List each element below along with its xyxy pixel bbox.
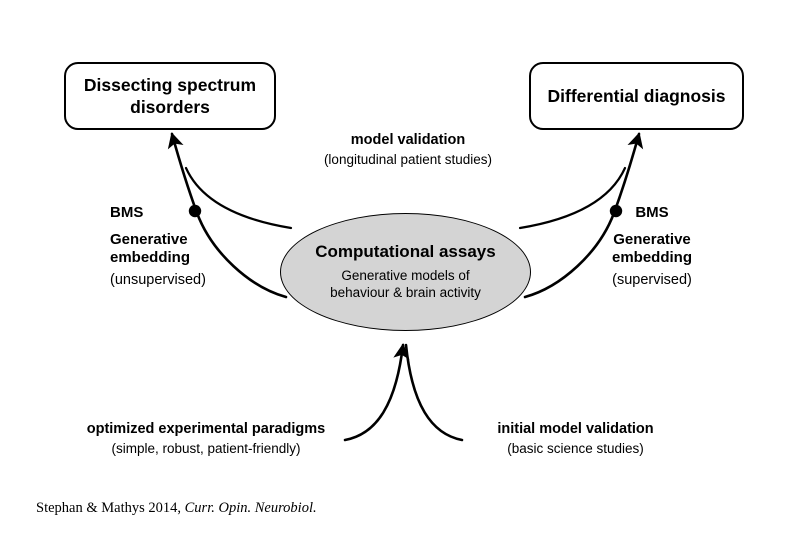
node-dissecting-spectrum-disorders[interactable]: Dissecting spectrum disorders bbox=[64, 62, 276, 130]
label-optimized-paradigms-subtitle: (simple, robust, patient-friendly) bbox=[111, 440, 301, 456]
label-bms-right: BMS bbox=[635, 204, 669, 221]
label-mode-supervised: (supervised) bbox=[612, 272, 692, 289]
citation-journal: Curr. Opin. Neurobiol. bbox=[184, 500, 317, 516]
computational-assays-subtitle-line1: Generative models of bbox=[341, 268, 470, 284]
connector-model-validation-right-loop bbox=[518, 166, 627, 230]
connector-model-validation-left-loop bbox=[184, 166, 293, 230]
label-model-validation-subtitle: (longitudinal patient studies) bbox=[323, 151, 493, 167]
computational-assays-title: Computational assays bbox=[315, 242, 496, 262]
label-initial-validation-title: initial model validation bbox=[497, 421, 654, 437]
label-model-validation-title: model validation bbox=[350, 132, 466, 148]
citation-authors-year: Stephan & Mathys 2014, bbox=[36, 500, 181, 516]
label-mode-unsupervised: (unsupervised) bbox=[110, 272, 206, 289]
node-dissecting-label: Dissecting spectrum disorders bbox=[83, 74, 257, 117]
label-bms-supervised: BMS Generative embedding (supervised) bbox=[600, 203, 704, 290]
label-bms-left: BMS bbox=[110, 204, 144, 221]
junction-dot-left bbox=[188, 204, 202, 218]
label-generative-right-line1: Generative bbox=[613, 230, 691, 248]
junction-dot-right bbox=[609, 204, 623, 218]
label-initial-model-validation: initial model validation (basic science … bbox=[448, 420, 703, 458]
label-optimized-paradigms-title: optimized experimental paradigms bbox=[86, 421, 326, 437]
citation: Stephan & Mathys 2014, Curr. Opin. Neuro… bbox=[36, 500, 317, 517]
label-bms-unsupervised: BMS Generative embedding (unsupervised) bbox=[110, 203, 206, 290]
node-differential-label: Differential diagnosis bbox=[547, 85, 726, 106]
label-generative-left-line2: embedding bbox=[110, 249, 191, 267]
label-optimized-experimental-paradigms: optimized experimental paradigms (simple… bbox=[46, 420, 366, 458]
node-differential-diagnosis[interactable]: Differential diagnosis bbox=[529, 62, 744, 130]
connector-paradigms-to-assays bbox=[343, 343, 410, 442]
computational-assays-subtitle-line2: behaviour & brain activity bbox=[330, 284, 481, 300]
label-initial-validation-subtitle: (basic science studies) bbox=[507, 440, 644, 456]
label-generative-left-line1: Generative bbox=[110, 230, 188, 248]
label-model-validation: model validation (longitudinal patient s… bbox=[278, 131, 538, 169]
node-computational-assays[interactable]: Computational assays Generative models o… bbox=[280, 213, 531, 331]
connector-initial-validation-to-assays bbox=[404, 343, 464, 442]
label-generative-right-line2: embedding bbox=[611, 249, 692, 267]
